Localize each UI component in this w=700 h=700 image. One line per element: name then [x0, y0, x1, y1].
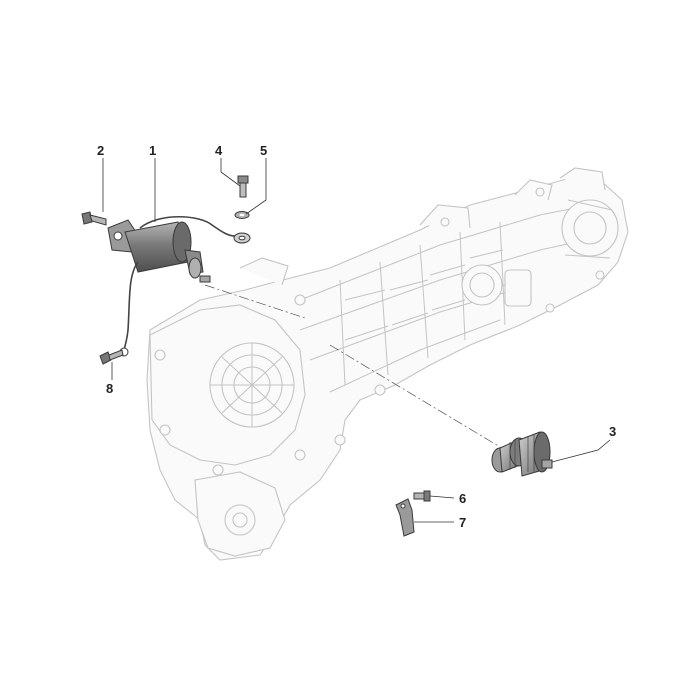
callout-7: 7	[459, 515, 466, 530]
bracket-part-7	[395, 498, 415, 537]
callout-5: 5	[260, 143, 267, 158]
callout-8: 8	[106, 381, 113, 396]
callout-6: 6	[459, 491, 466, 506]
callout-4: 4	[215, 143, 223, 158]
callout-leaders	[102, 158, 611, 523]
starter-motor-part	[107, 215, 236, 357]
crankcase-housing	[146, 167, 629, 561]
callout-1: 1	[149, 143, 156, 158]
callout-labels: 2 1 4 5 8 3 6 7	[97, 143, 616, 530]
screw-part-2	[81, 211, 107, 226]
callout-2: 2	[97, 143, 104, 158]
gear-shaft-part-3	[491, 431, 553, 477]
washer-part-5	[233, 211, 251, 244]
bolt-part-4	[237, 175, 249, 198]
callout-3: 3	[609, 424, 616, 439]
screw-part-6	[413, 490, 431, 502]
assembly-axis-lines	[204, 284, 506, 451]
screw-part-8	[99, 349, 124, 365]
